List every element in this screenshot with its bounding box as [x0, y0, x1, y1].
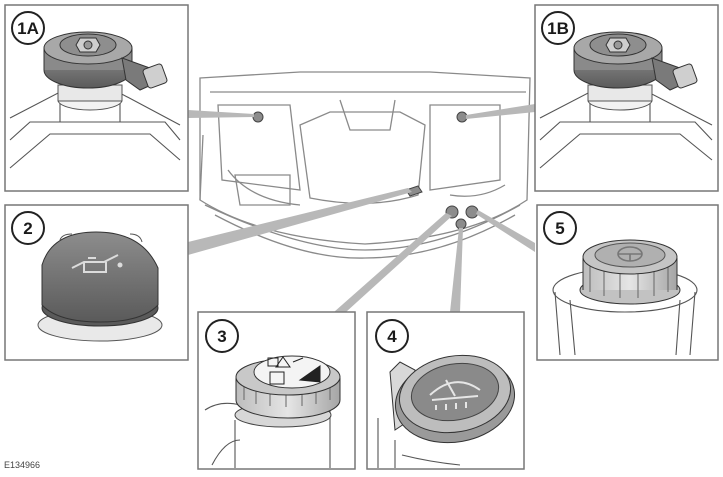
panel-1b: 1B — [534, 4, 719, 192]
bay-marker-4 — [455, 218, 467, 230]
panel-4: 4 — [366, 311, 525, 470]
panel-label-3: 3 — [217, 327, 226, 346]
panel-5: 5 — [536, 204, 719, 361]
warning-label-icons — [267, 356, 321, 385]
bay-marker-5 — [465, 205, 479, 219]
oil-can-icon — [71, 254, 123, 273]
steering-wheel-icon — [617, 246, 643, 262]
panel-label-1b: 1B — [547, 19, 569, 38]
washer-fluid-icon — [429, 379, 481, 410]
panel-1a: 1A — [4, 4, 189, 192]
panel-2: 2 — [4, 204, 189, 361]
bay-marker-1a — [252, 111, 264, 123]
bay-marker-1b — [456, 111, 468, 123]
panel-label-4: 4 — [387, 327, 397, 346]
engine-bay-outline — [199, 71, 531, 259]
panel-label-5: 5 — [555, 219, 564, 238]
panel-label-1a: 1A — [17, 19, 39, 38]
panel-3: 3 — [197, 311, 356, 470]
pointer-wedges — [188, 104, 535, 312]
panel-label-2: 2 — [23, 219, 32, 238]
bay-marker-2 — [405, 185, 423, 197]
reference-code: E134966 — [4, 460, 41, 470]
